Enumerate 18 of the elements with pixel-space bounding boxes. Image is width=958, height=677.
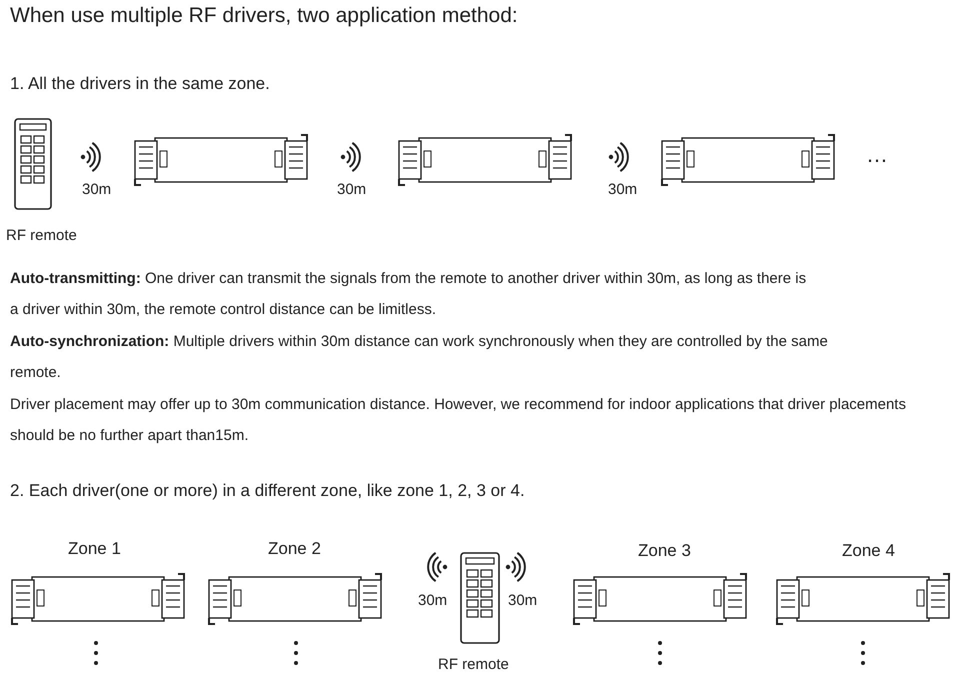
distance-label: 30m [508,592,538,609]
device-label: RF remote [438,656,509,673]
paragraph: Auto-synchronization: Multiple drivers within 30m distance can work synchronously when they are controlled by the same remote. [10,332,829,383]
zone-label: Zone 2 [268,539,321,559]
distance-label: 30m [418,592,448,609]
paragraph: Driver placement may offer up to 30m communication distance. However, we recommend for indoor applications that driver placements should be no further apart than15m. [10,395,907,446]
zone-label: Zone 4 [842,541,895,561]
distance-label: 30m [608,181,638,198]
zone-label: Zone 3 [638,541,691,561]
zone-label: Zone 1 [68,539,121,559]
device-label: RF remote [6,227,77,244]
title: When use multiple RF drivers, two application method: [10,4,518,28]
distance-label: 30m [337,181,366,198]
ellipsis: … [866,142,888,168]
heading: 2. Each driver(one or more) in a different zone, like zone 1, 2, 3 or 4. [10,481,525,501]
paragraph: Auto-transmitting: One driver can transmit the signals from the remote to another driver within 30m, as long as there is a driver within 30m, the remote control distance can be limitless. [10,269,808,320]
heading: 1. All the drivers in the same zone. [10,74,270,94]
distance-label: 30m [82,181,112,198]
